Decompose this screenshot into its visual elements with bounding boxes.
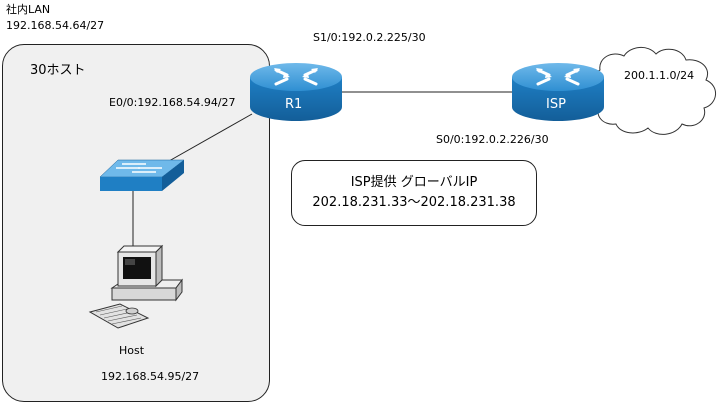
cloud-network-label: 200.1.1.0/24 [624, 69, 695, 82]
router-r1-icon [250, 63, 342, 121]
callout-range: 202.18.231.33〜202.18.231.38 [312, 195, 516, 210]
corp-lan-name: 社内LAN [6, 3, 51, 16]
internet-cloud-icon [591, 47, 716, 135]
host-ip-label: 192.168.54.95/27 [101, 370, 200, 383]
host-label: Host [119, 344, 145, 357]
r1-e0-ip-label: E0/0:192.168.54.94/27 [109, 96, 236, 109]
r1-s1-ip-label: S1/0:192.0.2.225/30 [313, 31, 426, 44]
switch-icon [99, 159, 185, 191]
lan-segment-box [2, 44, 270, 402]
isp-global-ip-callout: ISP提供 グローバルIP 202.18.231.33〜202.18.231.3… [291, 160, 537, 226]
corp-lan-network: 192.168.54.64/27 [6, 19, 105, 32]
router-isp-label: ISP [546, 97, 566, 112]
lan-host-count: 30ホスト [30, 63, 86, 78]
link-r1-switch [161, 113, 253, 166]
host-pc-icon [88, 244, 183, 329]
callout-title: ISP提供 グローバルIP [350, 175, 478, 190]
router-isp-icon [512, 63, 604, 121]
isp-s0-ip-label: S0/0:192.0.2.226/30 [436, 133, 549, 146]
router-r1-label: R1 [285, 97, 303, 112]
